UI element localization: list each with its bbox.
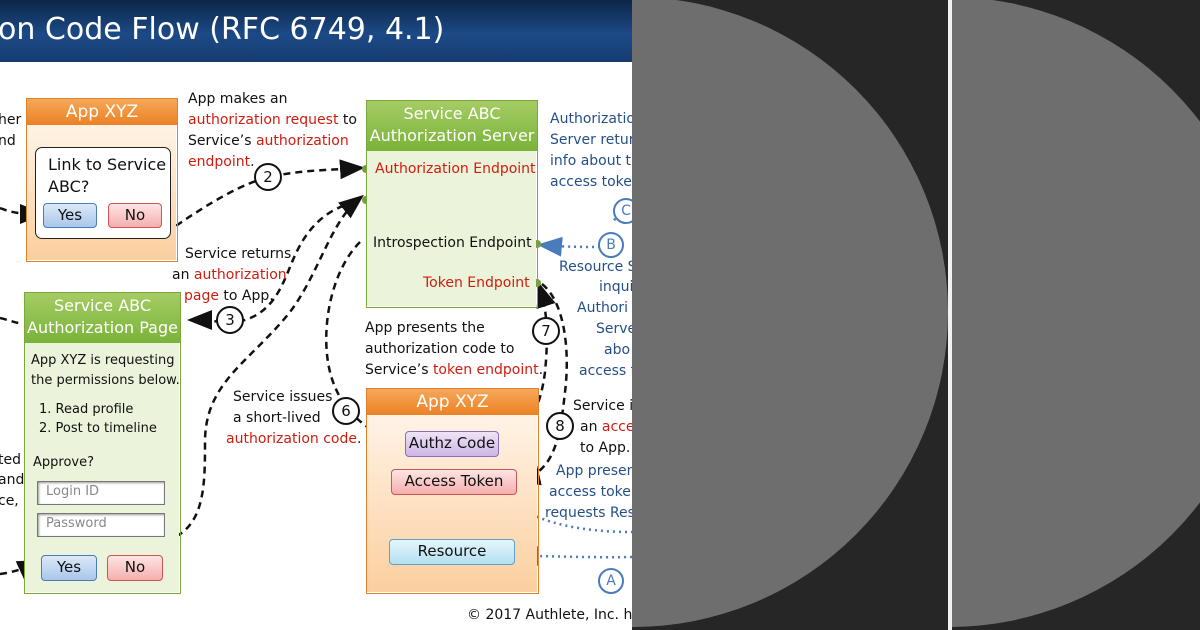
step-3-marker: 3 <box>216 306 244 334</box>
app-xyz-top-title: App XYZ <box>27 99 177 125</box>
approve-no-button[interactable]: No <box>107 555 163 581</box>
blue-label: Server retur <box>550 132 632 148</box>
step7-label-2: authorization code to <box>365 341 515 357</box>
authorization-endpoint-label: Authorization Endpoint <box>375 161 536 177</box>
flow-diagram: her nd ted and ce, App XYZ Link to Servi… <box>0 62 632 630</box>
blue-label: access toke <box>549 484 631 500</box>
introspection-endpoint-label: Introspection Endpoint <box>373 235 532 251</box>
blue-label: Authorizatio <box>550 111 632 127</box>
panel-separator <box>948 0 952 630</box>
slide-title: on Code Flow (RFC 6749, 4.1) <box>0 12 445 47</box>
arrow-access-request <box>498 486 632 534</box>
step-C-marker: C <box>613 198 632 224</box>
dark-panel-1 <box>632 0 948 630</box>
password-field[interactable]: Password <box>37 513 165 537</box>
blue-label: access toke <box>550 174 632 190</box>
link-dialog: Link to Service ABC? Yes No <box>35 147 171 239</box>
auth-server-header: Service ABC Authorization Server <box>367 101 537 151</box>
link-prompt: Link to Service <box>48 155 167 174</box>
arrow-stepB <box>537 236 601 257</box>
step6-label-1: Service issues <box>233 389 333 405</box>
app-xyz-top: App XYZ Link to Service ABC? Yes No <box>26 98 178 262</box>
step8-label-2: an acce <box>580 419 632 435</box>
step-7-marker: 7 <box>532 317 560 345</box>
authorization-page: Service ABC Authorization Page App XYZ i… <box>24 292 181 594</box>
resource-chip: Resource <box>389 539 515 565</box>
step8-label-1: Service i <box>573 398 632 414</box>
left-fragment: nd <box>0 133 16 149</box>
approve-label: Approve? <box>33 455 95 470</box>
step2-label-1: App makes an <box>188 91 288 107</box>
step7-label-1: App presents the <box>365 320 485 336</box>
step6-label-2: a short-lived <box>233 410 321 426</box>
link-prompt-2: ABC? <box>48 177 90 196</box>
arrow-step3 <box>187 200 356 331</box>
blue-label: requests Res <box>545 505 632 521</box>
blue-label: Serve <box>596 321 632 337</box>
arrow-step7 <box>497 282 556 444</box>
blue-label: Authori <box>577 300 629 316</box>
step-8-marker: 8 <box>546 412 574 440</box>
blue-label: Resource S <box>559 259 632 275</box>
login-id-field[interactable]: Login ID <box>37 481 165 505</box>
left-fragment: ce, <box>0 493 19 509</box>
step-B-marker: B <box>598 232 624 258</box>
step3-label-2: an authorization <box>172 267 287 283</box>
step2-label-2: authorization request to <box>188 112 357 128</box>
permission-post-timeline: 2. Post to timeline <box>39 421 157 436</box>
left-fragment: her <box>0 112 22 128</box>
step-2-marker: 2 <box>254 163 282 191</box>
token-endpoint-label: Token Endpoint <box>423 275 530 291</box>
arrow-step8 <box>515 283 568 486</box>
blue-label: App presen <box>556 463 632 479</box>
step3-label-3: page to App. <box>184 288 274 304</box>
authz-code-chip: Authz Code <box>405 431 499 457</box>
auth-page-title-1: Service ABC <box>53 296 152 315</box>
app-xyz-bottom-title: App XYZ <box>367 389 538 415</box>
auth-page-text-2: the permissions below. <box>31 373 180 388</box>
blue-label: inqui <box>599 279 632 295</box>
access-token-chip: Access Token <box>391 469 517 495</box>
no-button[interactable]: No <box>108 203 162 228</box>
arrow-incoming-mid <box>0 316 23 326</box>
arrow-step2 <box>68 159 365 252</box>
step-A-marker: A <box>598 568 624 594</box>
yes-button[interactable]: Yes <box>43 203 97 228</box>
step2-label-4: endpoint. <box>188 154 255 170</box>
dark-panel-2 <box>952 0 1200 630</box>
step7-label-3: Service’s token endpoint. <box>365 362 544 378</box>
title-bar: on Code Flow (RFC 6749, 4.1) <box>0 0 632 62</box>
circle-shape <box>952 0 1200 627</box>
step8-label-3: to App. <box>580 440 631 456</box>
step2-label-3: Service’s authorization <box>188 133 349 149</box>
left-fragment: ted <box>0 452 21 468</box>
auth-server-title-2: Authorization Server <box>369 126 535 145</box>
approve-yes-button[interactable]: Yes <box>41 555 97 581</box>
copyright: © 2017 Authlete, Inc. h <box>467 607 632 623</box>
step-6-marker: 6 <box>332 397 360 425</box>
auth-page-text-1: App XYZ is requesting <box>31 353 175 368</box>
app-xyz-bottom: App XYZ Authz Code Access Token Resource <box>366 388 539 594</box>
permission-read-profile: 1. Read profile <box>39 402 134 417</box>
auth-server-title-1: Service ABC <box>403 104 501 123</box>
auth-page-title-2: Authorization Page <box>27 318 178 337</box>
left-fragment: and <box>0 472 25 488</box>
blue-label: info about t <box>550 153 632 169</box>
blue-label: access t <box>579 363 632 379</box>
blue-label: abo <box>604 342 631 358</box>
step6-label-3: authorization code. <box>226 431 362 447</box>
authorization-server: Service ABC Authorization Server Authori… <box>366 100 538 308</box>
circle-shape <box>632 0 948 627</box>
step3-label-1: Service returns <box>185 246 292 262</box>
auth-page-header: Service ABC Authorization Page <box>25 293 180 343</box>
